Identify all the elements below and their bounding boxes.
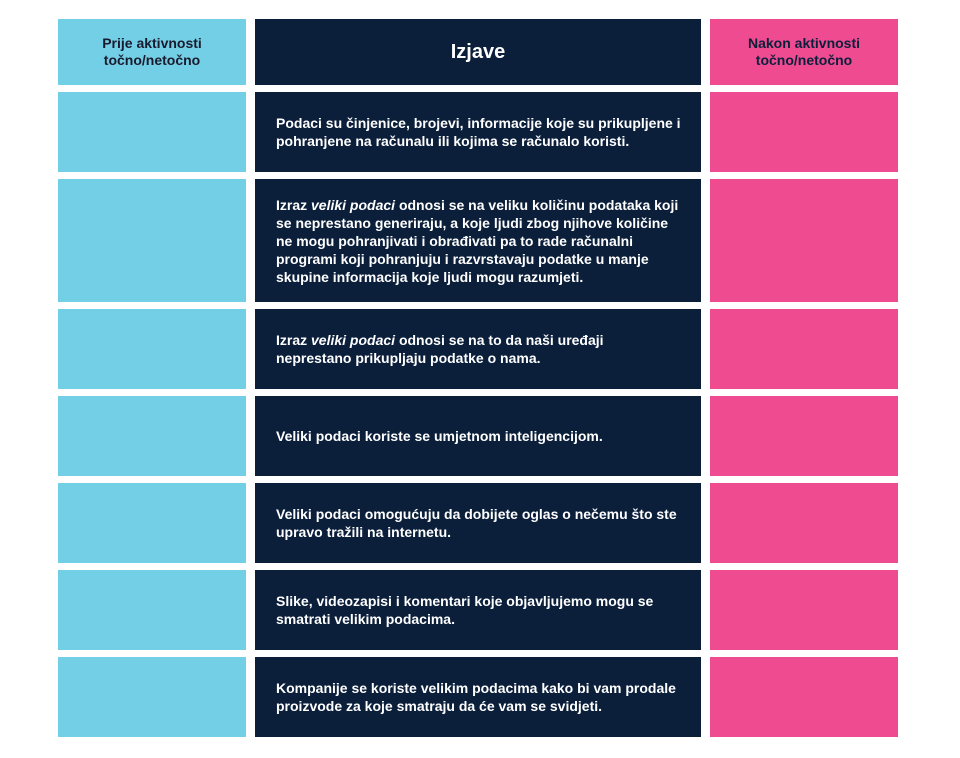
statement-text-5: Veliki podaci omogućuju da dobijete ogla…: [276, 506, 677, 540]
after-answer-cell-7[interactable]: [710, 657, 898, 737]
before-answer-cell-7[interactable]: [58, 657, 246, 737]
statement-text-6: Slike, videozapisi i komentari koje obja…: [276, 593, 654, 627]
after-answer-cell-2[interactable]: [710, 179, 898, 302]
after-answer-cell-1[interactable]: [710, 92, 898, 172]
header-statements: Izjave: [255, 19, 701, 85]
statement-cell-4: Veliki podaci koriste se umjetnom inteli…: [255, 396, 701, 476]
before-answer-cell-4[interactable]: [58, 396, 246, 476]
header-after-label: Nakon aktivnosti točno/netočno: [747, 35, 861, 68]
before-answer-cell-2[interactable]: [58, 179, 246, 302]
header-after-activity: Nakon aktivnosti točno/netočno: [710, 19, 898, 85]
after-answer-cell-4[interactable]: [710, 396, 898, 476]
statements-table: Prije aktivnosti točno/netočno Izjave Na…: [58, 19, 898, 737]
after-answer-cell-6[interactable]: [710, 570, 898, 650]
statement-cell-7: Kompanije se koriste velikim podacima ka…: [255, 657, 701, 737]
header-statements-label: Izjave: [450, 40, 506, 63]
statement-cell-1: Podaci su činjenice, brojevi, informacij…: [255, 92, 701, 172]
after-answer-cell-3[interactable]: [710, 309, 898, 389]
before-answer-cell-6[interactable]: [58, 570, 246, 650]
statement-text-1: Podaci su činjenice, brojevi, informacij…: [276, 115, 681, 149]
header-before-label: Prije aktivnosti točno/netočno: [102, 35, 202, 68]
after-answer-cell-5[interactable]: [710, 483, 898, 563]
before-answer-cell-1[interactable]: [58, 92, 246, 172]
before-answer-cell-3[interactable]: [58, 309, 246, 389]
statement-cell-5: Veliki podaci omogućuju da dobijete ogla…: [255, 483, 701, 563]
statement-text-4: Veliki podaci koriste se umjetnom inteli…: [276, 428, 603, 444]
before-answer-cell-5[interactable]: [58, 483, 246, 563]
statement-text-2: Izraz veliki podaci odnosi se na veliku …: [276, 196, 679, 285]
statement-text-3: Izraz veliki podaci odnosi se na to da n…: [276, 332, 604, 366]
statement-cell-2: Izraz veliki podaci odnosi se na veliku …: [255, 179, 701, 302]
statement-cell-3: Izraz veliki podaci odnosi se na to da n…: [255, 309, 701, 389]
statement-text-7: Kompanije se koriste velikim podacima ka…: [276, 680, 676, 714]
header-before-activity: Prije aktivnosti točno/netočno: [58, 19, 246, 85]
statement-cell-6: Slike, videozapisi i komentari koje obja…: [255, 570, 701, 650]
